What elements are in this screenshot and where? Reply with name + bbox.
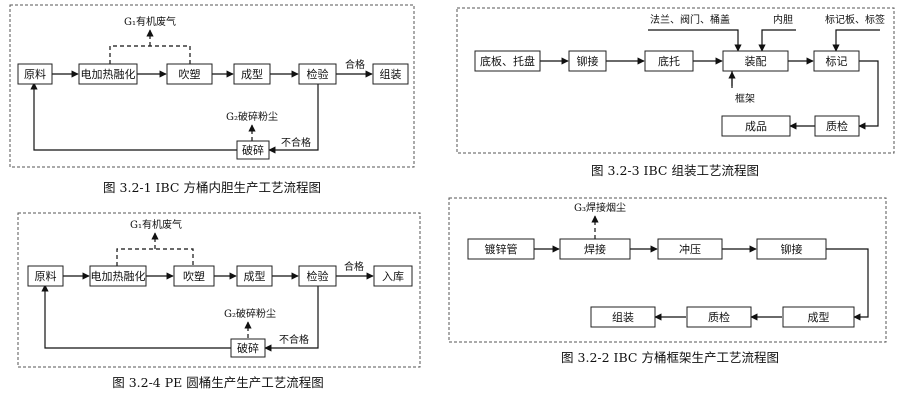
- svg-text:底板、托盘: 底板、托盘: [480, 54, 535, 68]
- svg-text:质检: 质检: [826, 119, 848, 133]
- diagram-pe-drum: 原料 电加热融化 吹塑 成型 检验 入库 破碎 G₁有机废气 G₂破碎粉尘 合格: [17, 212, 421, 390]
- label-fail: 不合格: [281, 136, 311, 149]
- label-pass: 合格: [345, 58, 365, 71]
- node-inspect: 检验: [298, 63, 337, 85]
- node-assemble: 装配: [722, 50, 789, 72]
- node-heat: 电加热融化: [78, 63, 138, 85]
- label-g3: G₃焊接烟尘: [574, 201, 626, 214]
- label-g1: G₁有机废气: [130, 218, 182, 231]
- edge-liner-in: [758, 29, 796, 52]
- node-store: 入库: [373, 265, 413, 287]
- label-flange: 法兰、阀门、桶盖: [650, 13, 730, 26]
- edge-labels-in: [832, 29, 880, 52]
- node-weld: 焊接: [559, 238, 631, 260]
- svg-text:组装: 组装: [380, 67, 402, 81]
- node-pipe: 镀锌管: [467, 238, 535, 260]
- node-grind: 破碎: [230, 338, 266, 358]
- node-qc: 质检: [686, 306, 752, 328]
- node-raw: 原料: [17, 63, 53, 85]
- caption-d2: 图 3.2-4 PE 圆桶生产生产工艺流程图: [112, 375, 324, 390]
- node-assemble: 组装: [372, 63, 409, 85]
- svg-text:成型: 成型: [808, 310, 830, 324]
- svg-text:冲压: 冲压: [679, 242, 701, 256]
- svg-text:铆接: 铆接: [781, 242, 803, 256]
- caption-d3: 图 3.2-3 IBC 组装工艺流程图: [591, 163, 759, 178]
- diagram-frame: [448, 197, 887, 343]
- svg-text:电加热融化: 电加热融化: [81, 67, 136, 81]
- edge-grind-raw: [41, 284, 231, 349]
- svg-text:标记: 标记: [826, 54, 848, 68]
- edge-inspect-grind: [268, 84, 319, 154]
- svg-text:组装: 组装: [612, 310, 634, 324]
- node-mark: 标记: [813, 50, 860, 72]
- svg-text:成型: 成型: [244, 269, 266, 283]
- svg-text:破碎: 破碎: [237, 341, 259, 355]
- svg-text:焊接: 焊接: [584, 242, 606, 256]
- node-blow: 吹塑: [166, 63, 213, 85]
- label-liner: 内胆: [773, 13, 793, 26]
- node-blow: 吹塑: [173, 265, 215, 287]
- label-g2: G₂破碎粉尘: [226, 110, 278, 123]
- diagram-frame: [17, 212, 421, 368]
- diagram-frame: [456, 7, 895, 154]
- node-assemble: 组装: [590, 306, 656, 328]
- edge-g1-exhaust: [116, 248, 194, 266]
- svg-text:破碎: 破碎: [242, 143, 264, 157]
- svg-text:原料: 原料: [35, 269, 57, 283]
- svg-text:质检: 质检: [708, 310, 730, 324]
- diagram-ibc-liner: 原料 电加热融化 吹塑 成型 检验 组装 破碎 G₁有机废气 G₂破碎粉尘 合: [9, 4, 415, 195]
- label-g1: G₁有机废气: [124, 15, 176, 28]
- edge-mark-qc: [858, 60, 879, 130]
- caption-d1: 图 3.2-1 IBC 方桶内胆生产工艺流程图: [103, 180, 321, 195]
- node-rivet: 铆接: [756, 238, 827, 260]
- edge-g1-exhaust: [109, 45, 191, 64]
- node-press: 冲压: [657, 238, 723, 260]
- node-form: 成型: [233, 63, 271, 85]
- label-g2: G₂破碎粉尘: [224, 307, 276, 320]
- node-base: 底板、托盘: [474, 50, 541, 72]
- diagram-frame: [9, 4, 415, 168]
- caption-d4: 图 3.2-2 IBC 方桶框架生产工艺流程图: [561, 350, 779, 365]
- diagram-ibc-assembly: 底板、托盘 铆接 底托 装配 标记 质检 成品 法兰、阀门、桶盖 内胆 标记板、…: [456, 7, 895, 178]
- svg-text:成型: 成型: [241, 67, 263, 81]
- svg-text:吹塑: 吹塑: [179, 67, 201, 81]
- label-fail: 不合格: [279, 333, 309, 346]
- node-pallet: 底托: [644, 50, 694, 72]
- svg-text:成品: 成品: [745, 120, 767, 133]
- svg-text:检验: 检验: [307, 269, 329, 283]
- svg-text:装配: 装配: [745, 55, 767, 68]
- label-frame: 框架: [735, 92, 755, 105]
- node-raw: 原料: [27, 265, 64, 287]
- node-heat: 电加热融化: [89, 265, 147, 287]
- svg-text:铆接: 铆接: [577, 54, 599, 68]
- node-product: 成品: [721, 115, 791, 137]
- edge-grind-raw: [30, 82, 237, 151]
- node-qc: 质检: [814, 115, 860, 137]
- node-form: 成型: [236, 265, 273, 287]
- node-rivet: 铆接: [568, 50, 607, 72]
- node-form: 成型: [782, 306, 855, 328]
- label-pass: 合格: [344, 260, 364, 273]
- edge-inspect-grind: [264, 286, 319, 352]
- svg-text:原料: 原料: [24, 67, 46, 81]
- svg-text:镀锌管: 镀锌管: [485, 242, 518, 256]
- diagram-ibc-frame: 镀锌管 焊接 冲压 铆接 成型 质检 组装 G₃焊接烟尘 图 3.2-2 IBC…: [448, 197, 887, 365]
- edge-flange-in: [648, 29, 742, 52]
- svg-text:底托: 底托: [658, 54, 680, 68]
- edge-rivet-form: [826, 248, 869, 321]
- node-inspect: 检验: [298, 265, 337, 287]
- svg-text:入库: 入库: [382, 270, 404, 283]
- node-grind: 破碎: [236, 140, 270, 160]
- svg-text:检验: 检验: [307, 67, 329, 81]
- svg-text:吹塑: 吹塑: [183, 269, 205, 283]
- svg-text:电加热融化: 电加热融化: [91, 269, 146, 283]
- label-labels: 标记板、标签: [825, 13, 885, 26]
